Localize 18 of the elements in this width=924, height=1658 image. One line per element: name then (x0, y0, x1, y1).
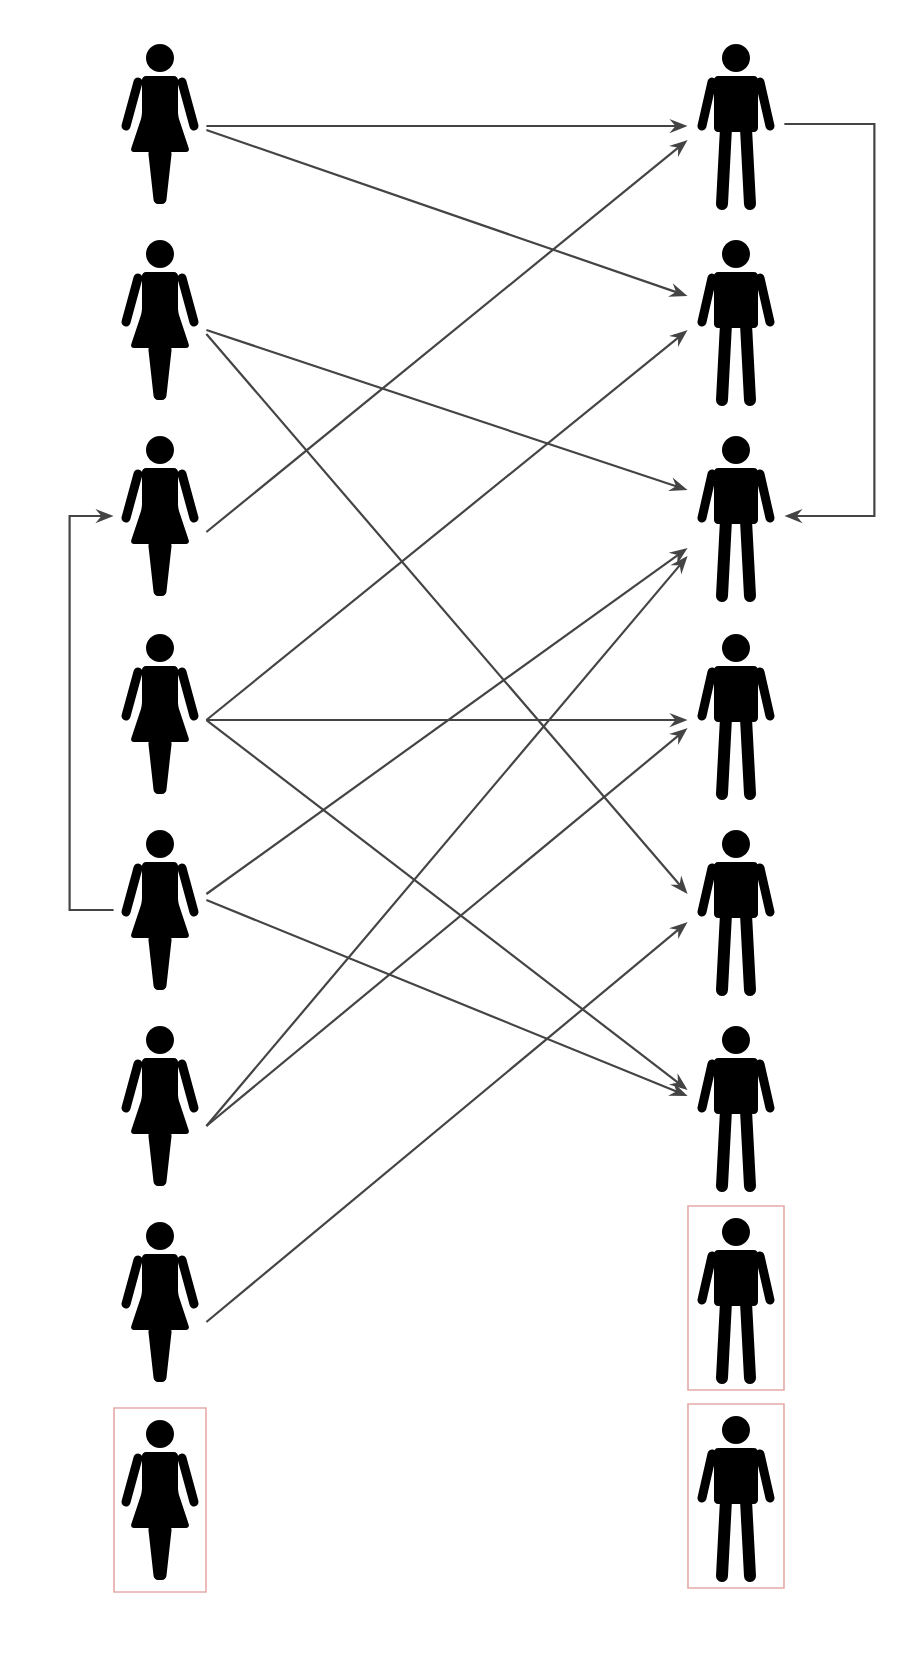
man-figure (687, 1403, 785, 1589)
woman-figure (121, 44, 199, 204)
man-figure (697, 240, 775, 406)
woman-figure (121, 830, 199, 990)
man-figure (697, 44, 775, 210)
woman-figure (121, 240, 199, 400)
arrow (784, 122, 876, 524)
man-figure (697, 436, 775, 602)
woman-figure (121, 436, 199, 596)
man-figure (697, 830, 775, 996)
man-figure (697, 1026, 775, 1192)
woman-figure (121, 634, 199, 794)
man-figure (687, 1205, 785, 1391)
arrow (68, 508, 114, 912)
man-figure (697, 634, 775, 800)
woman-figure (113, 1407, 207, 1593)
woman-figure (121, 1222, 199, 1382)
woman-figure (121, 1026, 199, 1186)
